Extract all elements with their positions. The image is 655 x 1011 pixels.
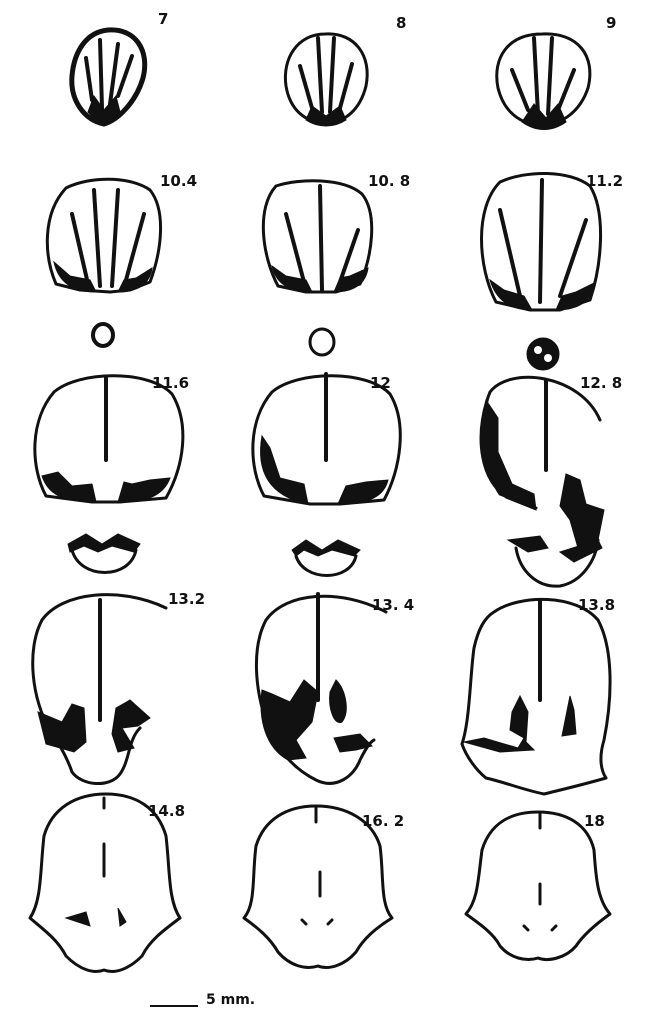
section-12: 12 <box>253 374 400 504</box>
small-section-d <box>68 534 140 573</box>
section-13-2: 13.2 <box>33 590 205 784</box>
section-13-4: 13. 4 <box>256 594 414 783</box>
section-13-8: 13.8 <box>462 596 615 794</box>
section-18: 18 <box>466 812 610 960</box>
section-14-8: 14.8 <box>30 794 185 971</box>
section-10-8: 10. 8 <box>263 172 410 292</box>
section-label-10-8: 10. 8 <box>368 172 410 190</box>
section-9: 9 <box>497 14 617 130</box>
section-label-7: 7 <box>158 10 168 28</box>
small-section-b <box>310 329 334 355</box>
section-10-4: 10.4 <box>47 172 197 292</box>
section-label-13-4: 13. 4 <box>372 596 414 614</box>
section-label-8: 8 <box>396 14 406 32</box>
section-7: 7 <box>72 10 169 124</box>
section-label-10-4: 10.4 <box>160 172 197 190</box>
section-label-9: 9 <box>606 14 616 32</box>
section-16-2: 16. 2 <box>244 806 404 967</box>
small-section-c <box>527 338 559 370</box>
section-label-13-8: 13.8 <box>578 596 615 614</box>
section-label-12-8: 12. 8 <box>580 374 622 392</box>
section-label-11-2: 11.2 <box>586 172 623 190</box>
section-11-2: 11.2 <box>482 172 624 310</box>
section-label-11-6: 11.6 <box>152 374 189 392</box>
small-section-e <box>292 540 360 576</box>
section-8: 8 <box>285 14 406 126</box>
section-12-8: 12. 8 <box>480 374 622 548</box>
section-label-16-2: 16. 2 <box>362 812 404 830</box>
section-11-6: 11.6 <box>35 374 189 502</box>
section-label-18: 18 <box>584 812 605 830</box>
section-label-12: 12 <box>370 374 391 392</box>
small-section-f <box>508 536 602 586</box>
section-label-13-2: 13.2 <box>168 590 205 608</box>
section-label-14-8: 14.8 <box>148 802 185 820</box>
small-section-a <box>93 324 113 346</box>
scale-bar: 5 mm. <box>150 992 255 1008</box>
scale-bar-label: 5 mm. <box>206 992 255 1008</box>
